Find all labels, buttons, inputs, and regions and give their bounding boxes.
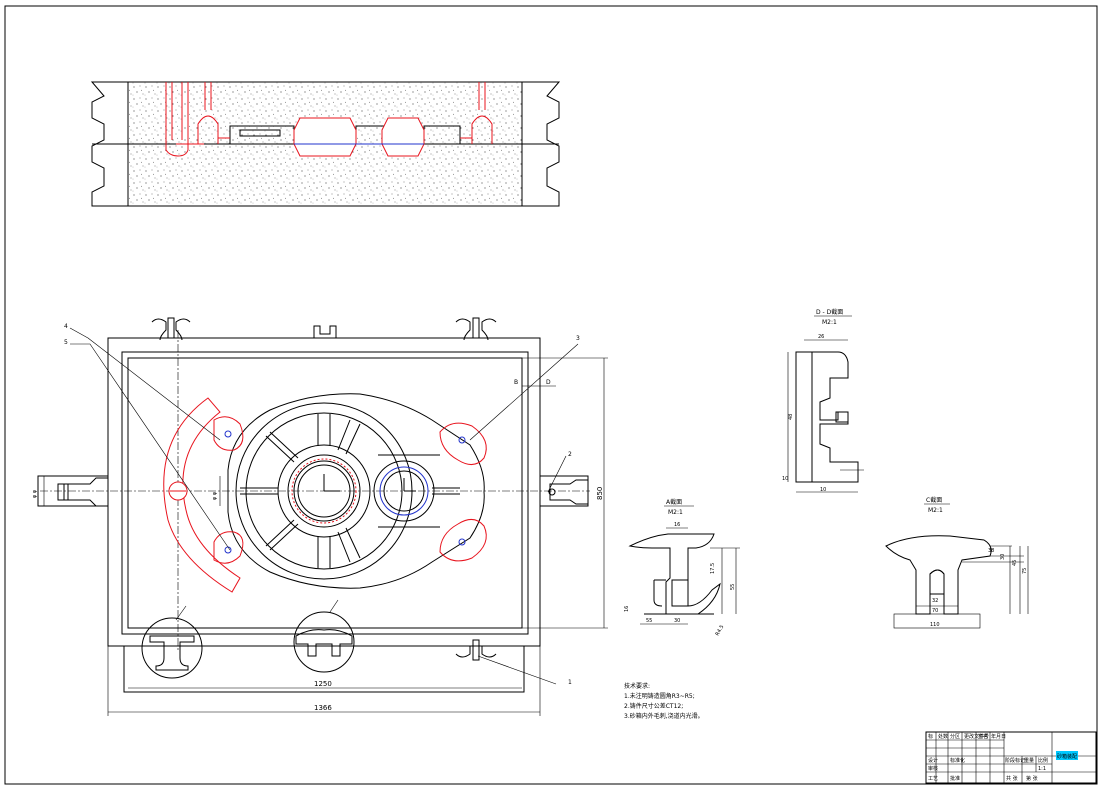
section-a-dim-r1: 17.5: [710, 563, 716, 574]
title-block-text: 标 处数 分区 更改文件号 签名 年月日 设计 标准化 阶段标记 重量 比例 审…: [928, 733, 1077, 782]
section-c-title: C截面: [926, 496, 942, 504]
svg-text:第 张: 第 张: [1026, 775, 1038, 782]
notes-line-2: 2.铸件尺寸公差CT12;: [624, 702, 683, 710]
svg-text:签名: 签名: [978, 733, 988, 740]
section-a-scale: M2:1: [668, 509, 683, 516]
dim-left: φ φ: [32, 489, 38, 498]
section-c-dim-70: 70: [932, 608, 938, 614]
balloon-3: 3: [576, 335, 580, 342]
section-a-dim-r3: R4.5: [715, 624, 726, 637]
section-c-dim-32: 32: [932, 598, 938, 604]
svg-text:重量: 重量: [1024, 757, 1034, 764]
notes-line-1: 1.未注明铸造圆角R3~R5;: [624, 692, 695, 700]
svg-text:共 张: 共 张: [1006, 775, 1018, 782]
section-c-dim-110: 110: [930, 622, 940, 628]
balloon-d: D: [546, 379, 551, 386]
section-d-dim-top: 26: [818, 334, 824, 340]
title-block: [925, 731, 1097, 784]
svg-text:比例: 比例: [1038, 757, 1048, 764]
svg-text:批准: 批准: [950, 775, 960, 782]
top-section-view: [90, 81, 561, 207]
notes-line-3: 3.砂箱内外毛刺,浇道内光滑。: [624, 712, 704, 720]
svg-text:阶段标记: 阶段标记: [1005, 757, 1025, 764]
section-d: [787, 339, 864, 493]
section-c-scale: M2:1: [928, 507, 943, 514]
section-a: [628, 527, 740, 625]
svg-text:分区: 分区: [950, 733, 960, 740]
section-c-dim-38: 38: [988, 548, 994, 554]
section-c-dim-30: 30: [1000, 554, 1006, 560]
section-c-dim-45: 45: [1012, 560, 1018, 566]
section-a-dim-bl: 55: [646, 618, 652, 624]
svg-text:设计: 设计: [928, 757, 938, 764]
section-a-dim-bm: 30: [674, 618, 680, 624]
balloon-1: 1: [568, 679, 572, 686]
dim-1366: 1366: [314, 704, 332, 712]
svg-text:更改文件号: 更改文件号: [964, 733, 989, 740]
balloon-5: 5: [64, 339, 68, 346]
notes-heading: 技术要求:: [624, 682, 650, 690]
section-a-title: A截面: [666, 498, 682, 506]
sheet-border: [4, 5, 1098, 785]
svg-text:标准化: 标准化: [950, 757, 965, 764]
dim-850: 850: [596, 487, 604, 500]
svg-text:处数: 处数: [938, 733, 948, 740]
section-c-dim-75: 75: [1022, 568, 1028, 574]
section-d-dim-side: 10: [782, 476, 788, 482]
plan-view: [37, 317, 608, 716]
title-block-stamp: 砂箱装配: [1057, 753, 1077, 760]
section-c: [885, 535, 1029, 629]
section-a-dim-r2: 55: [730, 584, 736, 590]
section-d-dim-bottom: 10: [820, 487, 826, 493]
section-a-dim-top: 16: [674, 522, 680, 528]
svg-text:1:1: 1:1: [1038, 766, 1046, 772]
dim-1250: 1250: [314, 680, 332, 688]
dim-vert: φ φ: [212, 491, 218, 500]
balloon-b: B: [514, 379, 518, 386]
svg-text:标: 标: [928, 733, 933, 740]
section-d-title: D - D截面: [816, 308, 843, 316]
section-d-scale: M2:1: [822, 319, 837, 326]
svg-text:审核: 审核: [928, 765, 938, 772]
balloon-2: 2: [568, 451, 572, 458]
balloon-4: 4: [64, 323, 68, 330]
section-d-dim-vert: 48: [788, 414, 794, 420]
svg-text:年月日: 年月日: [991, 733, 1006, 740]
section-a-dim-left: 16: [624, 606, 630, 612]
svg-text:工艺: 工艺: [928, 776, 938, 782]
